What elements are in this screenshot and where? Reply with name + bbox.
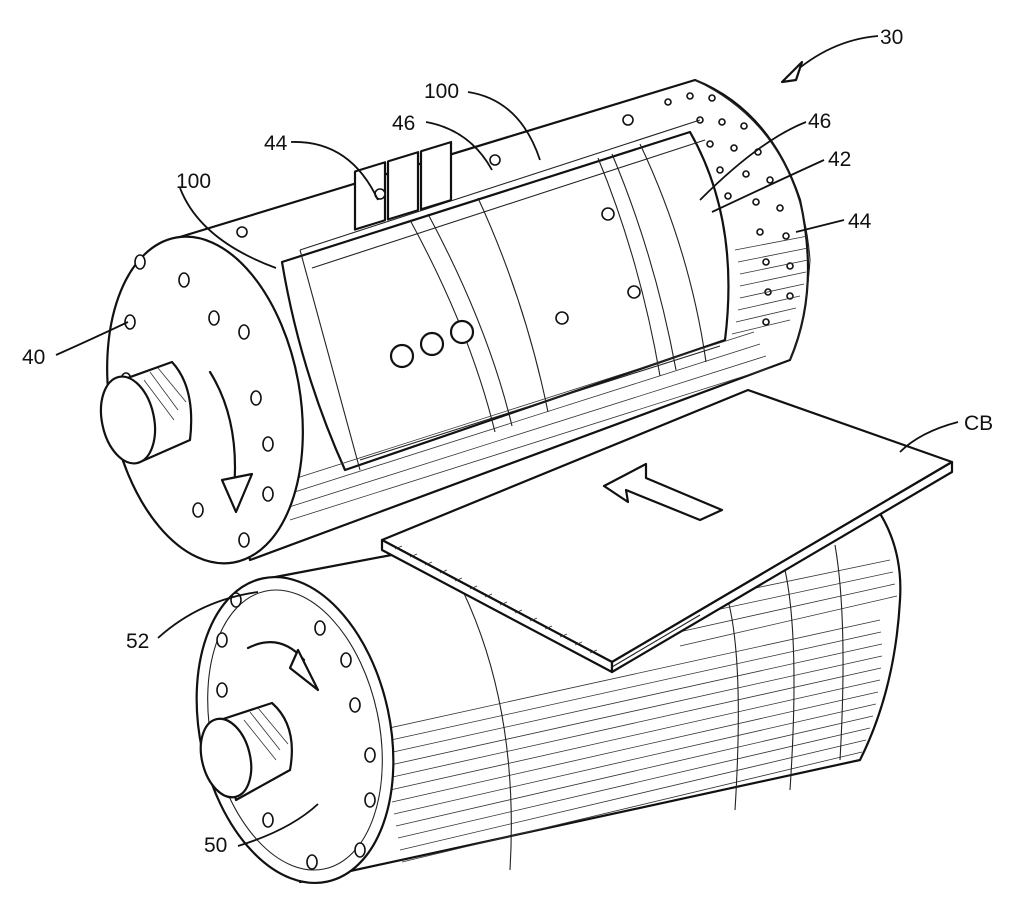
anvil-roll-hatching xyxy=(379,559,898,863)
die-right-hatching xyxy=(731,235,809,335)
die-board xyxy=(280,130,730,472)
label-50: 50 xyxy=(204,834,227,857)
die-rotation-arrow xyxy=(208,370,237,492)
label-cb: CB xyxy=(964,412,993,435)
leader-lines xyxy=(55,35,959,847)
label-40: 40 xyxy=(22,346,45,369)
corrugated-board xyxy=(380,388,954,674)
board-flute-edge xyxy=(394,545,701,668)
anvil-shaft xyxy=(199,701,293,802)
feed-direction-arrow xyxy=(602,462,724,522)
label-42: 42 xyxy=(828,148,851,171)
die-rotation-arrowhead xyxy=(220,472,254,514)
label-44-right: 44 xyxy=(848,210,872,233)
die-bottom-hatching xyxy=(277,331,771,521)
reference-labels: 30 100 46 46 44 42 44 100 40 CB 52 50 xyxy=(22,26,993,857)
die-shaft xyxy=(99,360,193,465)
die-right-perforations xyxy=(664,92,794,326)
label-100-top: 100 xyxy=(424,80,459,103)
label-46-right: 46 xyxy=(808,110,831,133)
label-52: 52 xyxy=(126,630,149,653)
label-100-left: 100 xyxy=(176,170,211,193)
anvil-rotation-arrowhead xyxy=(288,648,320,692)
label-46-left: 46 xyxy=(392,112,415,135)
label-44-left: 44 xyxy=(264,132,288,155)
die-cylinder xyxy=(99,78,811,565)
die-cutter-blocks xyxy=(353,140,475,369)
label-30: 30 xyxy=(880,26,903,49)
